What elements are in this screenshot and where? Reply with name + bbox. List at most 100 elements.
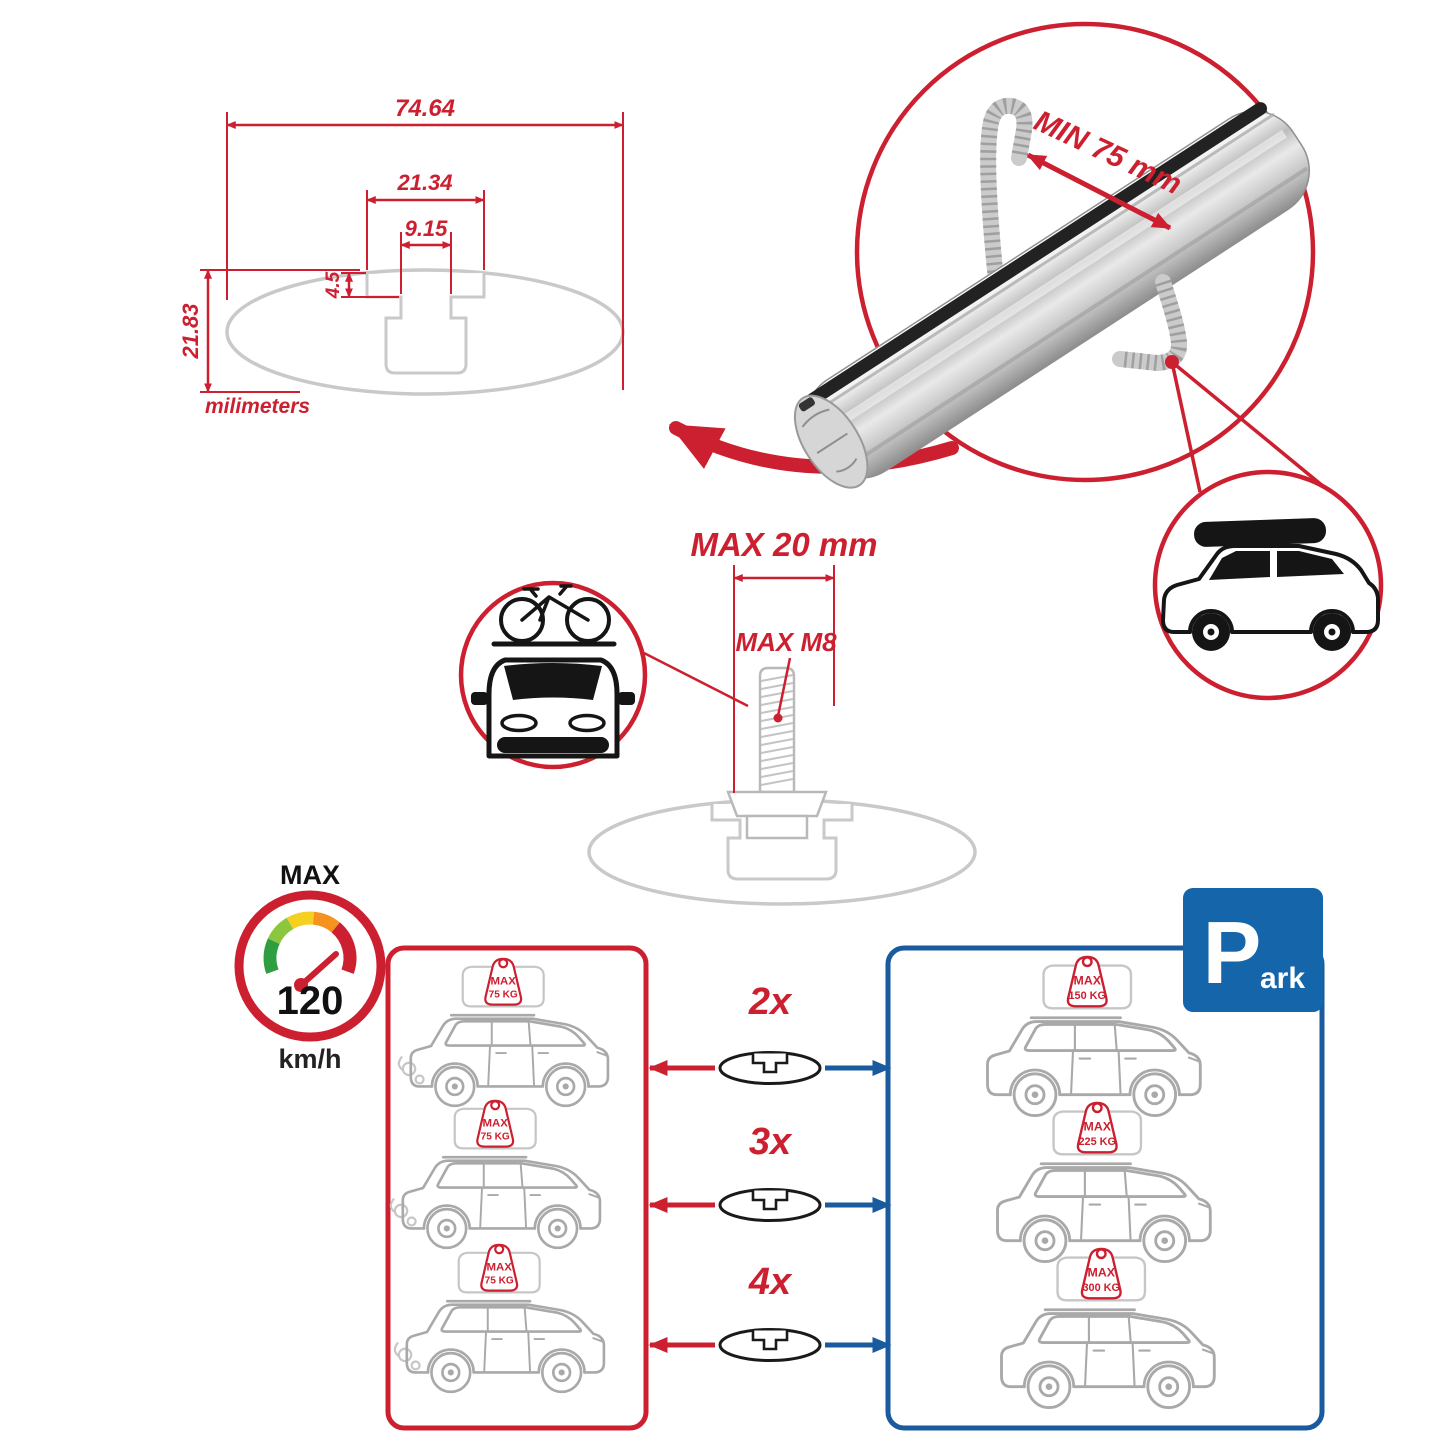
parking-letter: P [1203,903,1262,1002]
suv-car-icon [1000,1308,1216,1410]
mirror [618,692,635,705]
windshield [504,663,602,700]
speed-unit: km/h [278,1044,341,1074]
speed-max-label: MAX [280,860,340,890]
cross-section-diagram: 74.64 21.34 9.15 4.5 21.83 milimeters [178,95,959,474]
driving-car-row-3: MAX 75 KG [393,1243,606,1394]
parked-car-row-3: MAX 300 KG [1000,1247,1216,1410]
load-max-value: 150 KG [1068,990,1106,1002]
suv-car-icon [409,1013,610,1108]
roof-box-icon [1194,518,1327,547]
bolt-flange [726,790,828,818]
parked-car-row-1: MAX 150 KG [986,955,1202,1118]
suv-car-icon [986,1016,1202,1118]
bar-profile-channel [365,273,486,375]
gauge-arc-yellow [286,911,315,930]
exhaust-swirl-icon [389,1197,417,1227]
load-max-value: 225 KG [1078,1136,1116,1148]
leader-dot [773,713,783,723]
dim-width-overall: 74.64 [395,95,455,122]
parked-panel [885,945,1325,1431]
speed-limit-gauge: MAX 120 km/h [234,860,386,1074]
mirror [471,692,488,705]
gauge-arc-orange [312,911,340,933]
dim-channel-opening: 21.34 [396,170,452,195]
bumper [497,737,609,753]
load-max-label: MAX [486,1261,512,1273]
exhaust-swirl-icon [393,1341,421,1371]
speed-value: 120 [277,979,344,1023]
clamp-detail-view: MIN 75 mm [793,21,1384,701]
callout-dot [1165,355,1179,369]
bicycle-icon [499,584,611,643]
clamp-strap-front-icon [1112,274,1187,372]
max-thread-label: MAX M8 [735,627,837,657]
crossbar-count-row-2 [648,1188,892,1222]
load-max-label: MAX [490,975,516,987]
gauge-arc-lime [267,917,294,945]
car-window [1277,551,1344,577]
aluminum-crossbar [793,102,1310,489]
crossbar-count-row-3 [648,1328,892,1362]
callout-line [1170,361,1202,493]
load-max-value: 75 KG [489,990,518,1001]
bar-highlight [822,129,1287,436]
car-window [1209,551,1270,580]
leader-line [641,650,749,708]
min-grip-label: MIN 75 mm [1029,104,1186,201]
bolt-thread-texture [760,674,794,786]
bolt-detail: MAX 20 mm MAX M8 [458,526,977,906]
load-max-label: MAX [1084,1120,1112,1134]
load-max-label: MAX [1088,1266,1116,1280]
multiplier-2x: 2x [748,981,793,1023]
load-max-label: MAX [482,1117,508,1129]
clamp-strap-rear-icon [980,97,1033,288]
gauge-arc-red [331,922,357,974]
parked-car-row-2: MAX 225 KG [996,1101,1212,1264]
detail-circle [854,21,1316,483]
bar-shadow-line [839,166,1309,473]
t-slot-nut [745,814,809,840]
load-max-value: 300 KG [1082,1282,1120,1294]
bar-end-cap [793,394,869,489]
dim-inner-slot: 9.15 [405,216,449,241]
suv-car-icon [405,1299,606,1394]
headlight [500,713,538,733]
crossbar-t-slot [751,1330,789,1351]
bicycle-roof-car-view [458,580,648,770]
multiplier-4x: 4x [748,1261,793,1303]
crossbar-t-slot [751,1190,789,1211]
driving-car-row-2: MAX 75 KG [389,1099,602,1250]
headlight [568,713,606,733]
driving-car-row-1: MAX 75 KG [397,957,610,1108]
multiplier-3x: 3x [749,1121,793,1163]
load-max-label: MAX [1074,974,1102,988]
wheel-cap [1207,628,1215,636]
parking-sign-icon: P ark [1183,888,1323,1012]
dim-lip-depth: 4.5 [323,271,344,299]
load-max-value: 75 KG [485,1276,514,1287]
wheel-cap [1328,628,1336,636]
pointer-arrow-to-diagram [668,421,959,474]
end-cap-profile-lines [801,408,858,473]
load-max-value: 75 KG [481,1132,510,1143]
exhaust-swirl-icon [397,1055,425,1085]
gauge-pivot [294,978,308,992]
max-protrusion-label: MAX 20 mm [690,526,877,563]
units-label: milimeters [205,395,310,418]
gauge-arc-green [263,938,280,974]
end-cap-slot [798,397,815,412]
crossbar-t-slot [751,1053,789,1074]
min-grip-arrow [1026,152,1172,231]
parking-sign-board [1183,888,1323,1012]
bicycle-roof-car-icon [471,657,635,759]
suv-car-icon [401,1155,602,1250]
crossbar-count-row-1 [648,1051,892,1085]
driving-panel [385,945,649,1431]
roofbox-suv-view [1152,469,1384,701]
suv-car-icon [996,1162,1212,1264]
parking-suffix: ark [1260,962,1305,995]
leader-line [776,657,792,717]
